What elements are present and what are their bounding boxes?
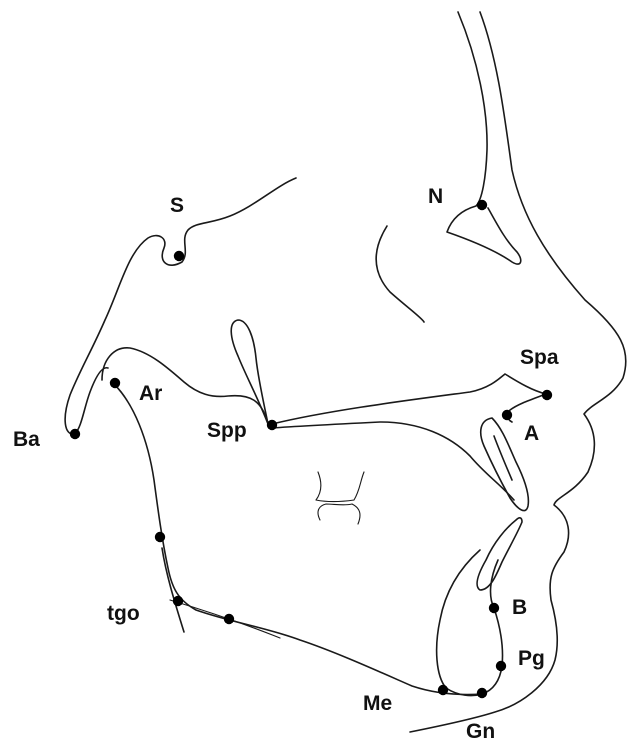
landmark-ar (110, 378, 120, 388)
anterior-maxilla (508, 394, 546, 422)
landmark-me (438, 685, 448, 695)
label-ba: Ba (13, 428, 40, 451)
landmark-gn (477, 688, 487, 698)
label-b: B (512, 596, 527, 619)
landmark-s (174, 251, 184, 261)
label-me: Me (363, 692, 392, 715)
label-a: A (524, 422, 539, 445)
landmark-ba (70, 429, 80, 439)
label-tgo: tgo (107, 602, 140, 625)
landmark-mandibular-plane (224, 614, 234, 624)
mandible-outline (114, 384, 482, 695)
label-spa: Spa (520, 346, 559, 369)
palatal-outline-symbol (316, 472, 364, 524)
label-s: S (170, 194, 184, 217)
landmark-gonial-upper (155, 532, 165, 542)
nasal-bone-outline (447, 12, 521, 264)
mandibular-symphysis (437, 550, 503, 696)
label-ar: Ar (139, 382, 162, 405)
landmark-b (489, 603, 499, 613)
label-spp: Spp (207, 419, 247, 442)
gonial-angle-line (162, 548, 184, 632)
landmark-tgo (173, 596, 183, 606)
landmark-pg (496, 661, 506, 671)
landmark-a (502, 410, 512, 420)
landmark-spp (267, 420, 277, 430)
label-n: N (428, 185, 443, 208)
landmark-spa (542, 390, 552, 400)
landmark-n (477, 200, 487, 210)
palate-lower-contour (272, 422, 514, 500)
label-gn: Gn (466, 720, 495, 742)
soft-tissue-profile (410, 12, 626, 732)
lower-incisor (477, 518, 522, 590)
orbit-outline (376, 226, 424, 322)
cranial-base-line (102, 348, 268, 424)
label-pg: Pg (518, 647, 545, 670)
